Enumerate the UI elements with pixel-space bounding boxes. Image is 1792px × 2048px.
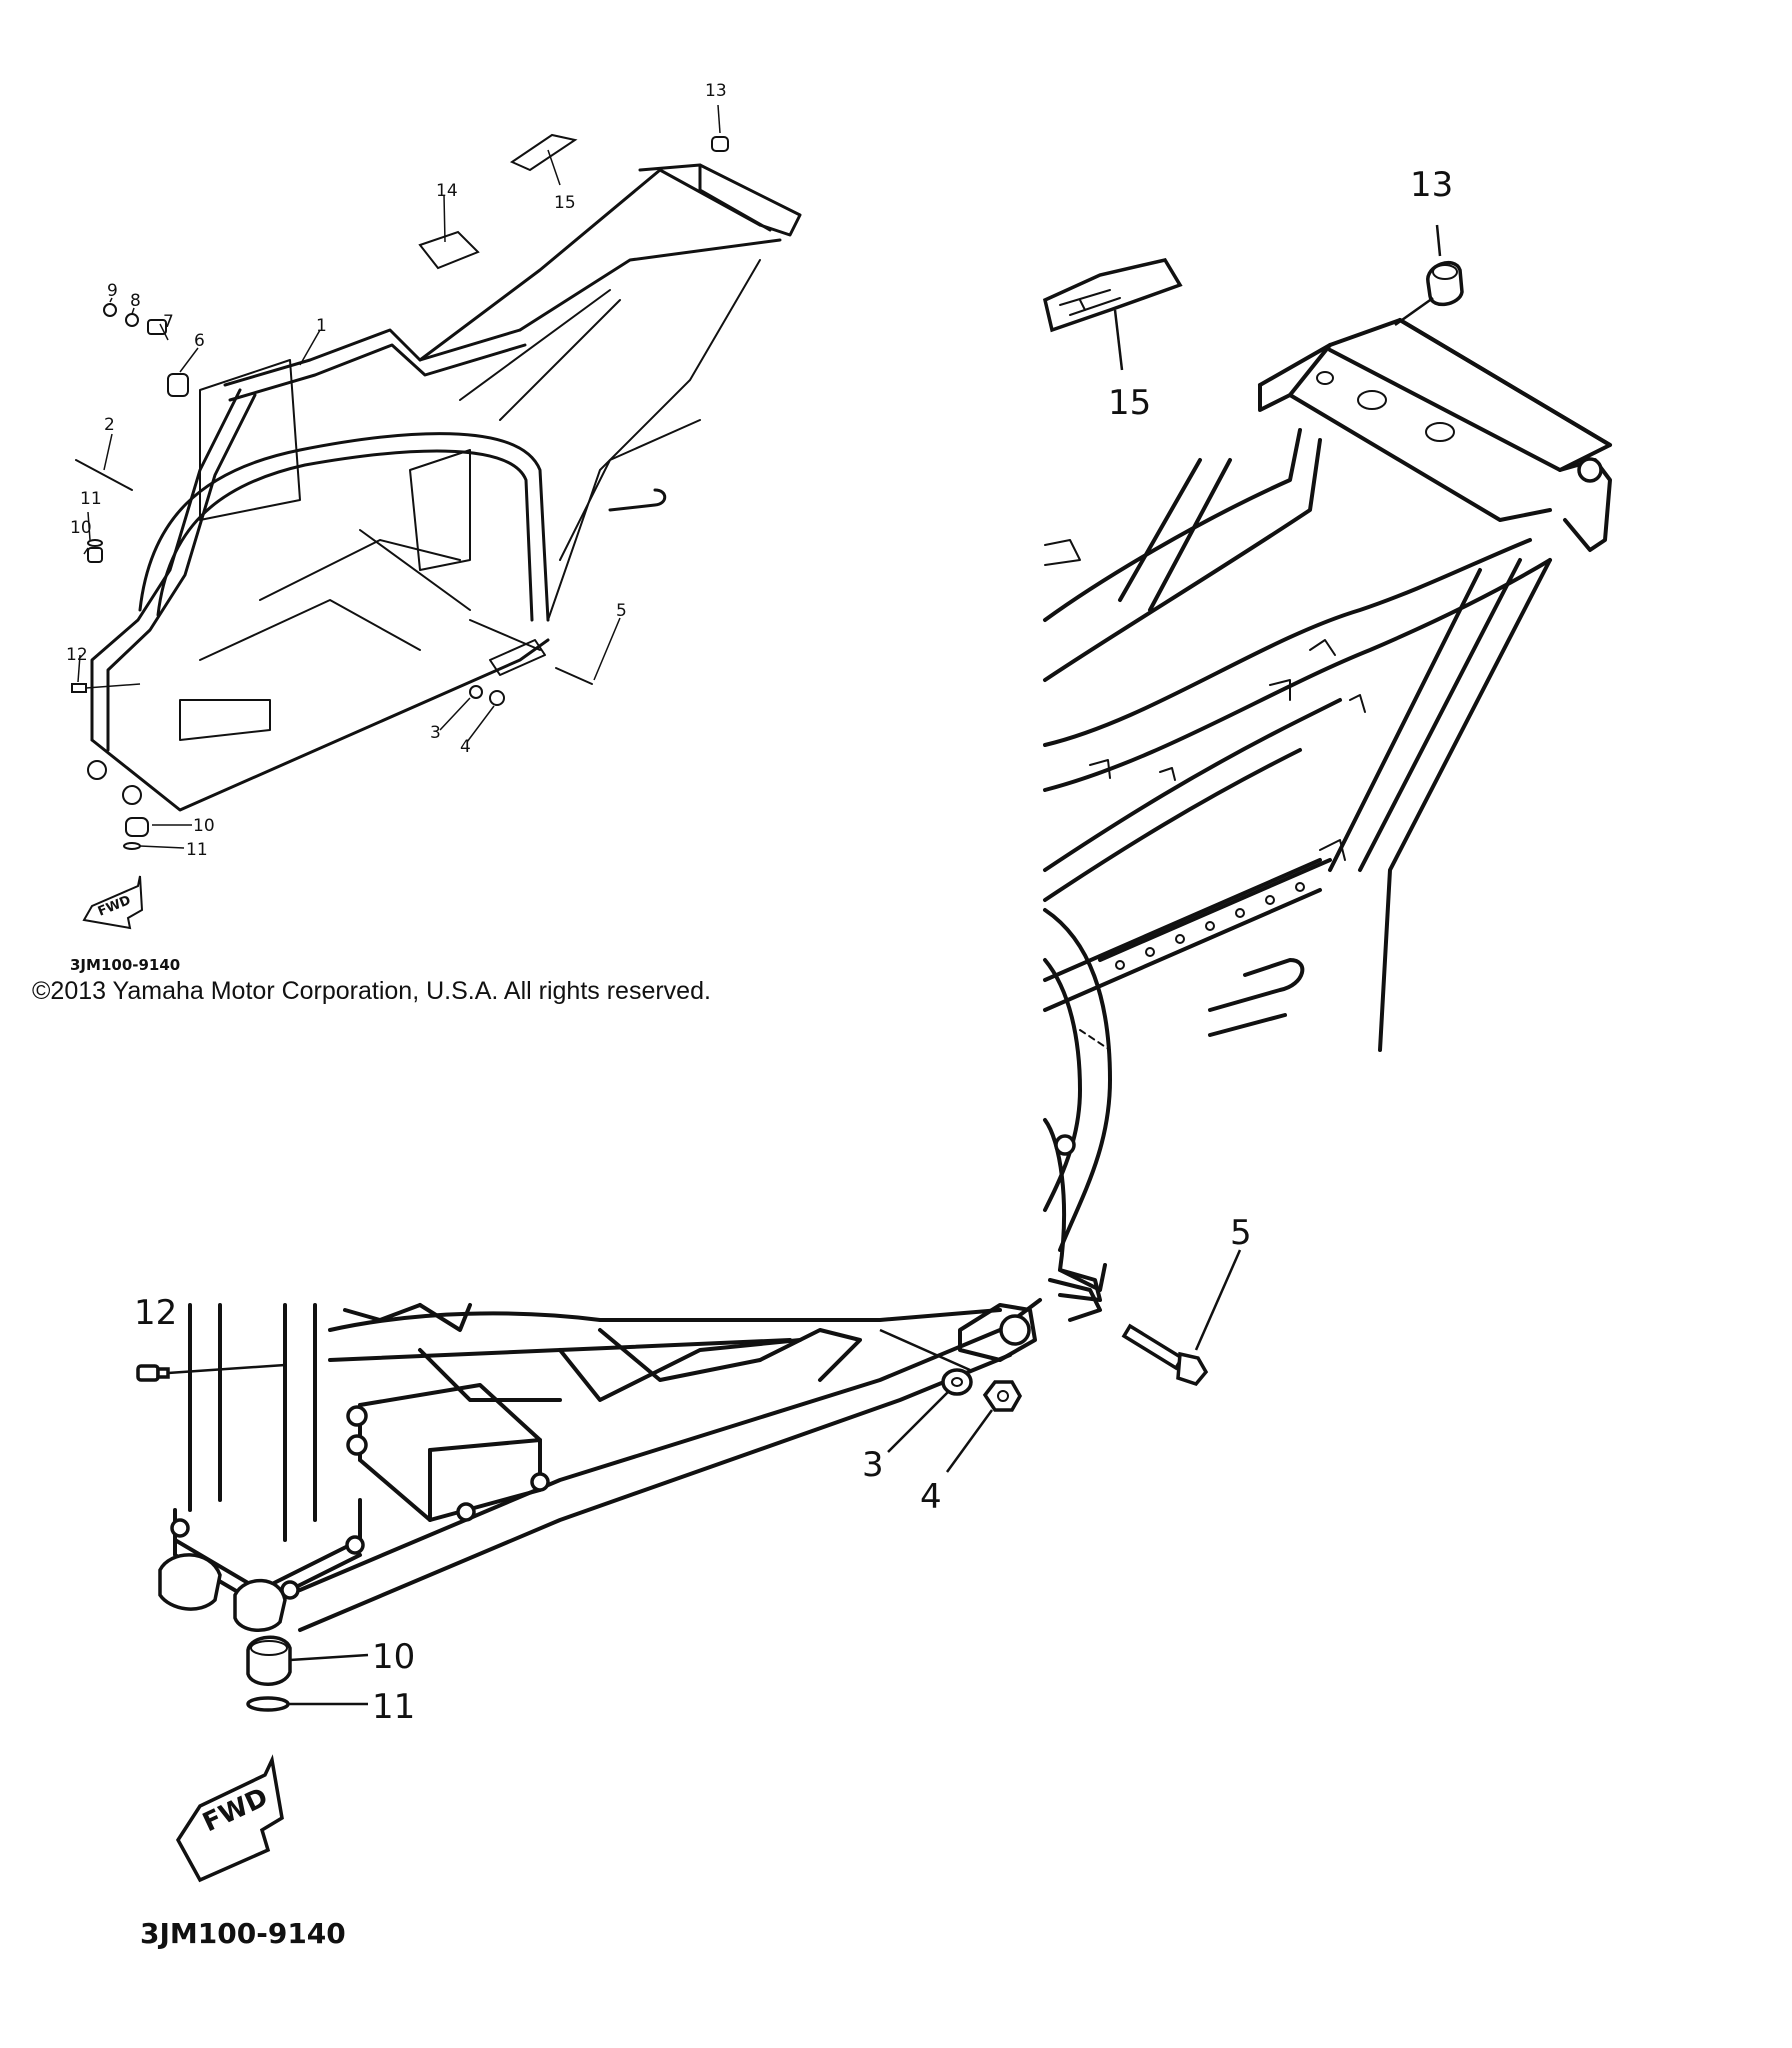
label-11-small-upper: 11 [80,489,102,509]
overview-parts [71,133,729,850]
part-11-small-upper [87,539,103,547]
label-6-small: 6 [194,331,205,351]
diagram-code-small: 3JM100-9140 [70,956,180,974]
rear-frame-zoom-parts [1042,258,1464,333]
rear-frame-zoom-drawing [1043,318,1612,1302]
fwd-arrow-icon-small: FWD [82,875,144,930]
diagram-code-large: 3JM100-9140 [140,1917,346,1950]
overview-frame-drawing [87,163,802,812]
part-4-nut [982,1380,1023,1412]
part-14-small [418,230,480,270]
part-5-small [555,667,593,685]
part-4-small [489,690,505,706]
label-15-large: 15 [1108,383,1151,423]
front-lower-zoom-drawing [158,1278,1102,1632]
label-5-small: 5 [616,601,627,621]
label-11-large: 11 [372,1687,415,1727]
label-11-small-lower: 11 [186,840,208,860]
label-12-large: 12 [134,1293,177,1333]
part-11-small-lower [123,842,141,850]
label-12-small: 12 [66,645,88,665]
label-13-small: 13 [705,81,727,101]
label-1-small: 1 [316,316,327,336]
part-6-small [167,373,189,397]
label-7-small: 7 [163,312,174,332]
label-15-small: 15 [554,193,576,213]
part-15-tool-kit [1042,258,1183,333]
label-4-large: 4 [920,1477,942,1517]
label-10-small-lower: 10 [193,816,215,836]
front-lower-zoom-parts [136,1323,1209,1712]
part-11-collar [246,1696,290,1712]
copyright-notice: ©2013 Yamaha Motor Corporation, U.S.A. A… [32,977,711,1005]
label-3-large: 3 [862,1445,884,1485]
fwd-arrow-icon-large: FWD [175,1754,284,1883]
label-8-small: 8 [130,291,141,311]
part-12-grease-nipple [136,1364,170,1382]
label-4-small: 4 [460,737,471,757]
part-2-small [75,459,133,491]
part-10-small-lower [125,817,149,837]
front-lower-zoom-leaders [167,1249,1242,1706]
part-5-bolt [1121,1323,1209,1387]
overview-part-labels: 13 14 15 1 9 8 7 6 2 11 10 12 5 3 4 10 1… [66,81,727,860]
part-3-small [469,685,483,699]
part-10-rubber-damper [246,1635,292,1686]
part-13-small [711,136,729,152]
label-3-small: 3 [430,723,441,743]
label-14-small: 14 [436,181,458,201]
part-15-small [509,133,578,172]
label-13-large: 13 [1410,165,1453,205]
rear-frame-zoom-leaders [1113,224,1442,371]
label-2-small: 2 [104,415,115,435]
part-9-small [103,303,117,317]
part-7-small [147,319,167,335]
part-8-small [125,313,139,327]
label-9-small: 9 [107,281,118,301]
overview-leader-lines [77,104,721,849]
part-12-small [71,683,87,693]
part-10-small-upper [87,547,103,563]
part-3-washer [941,1368,973,1396]
label-10-small-upper: 10 [70,518,92,538]
label-10-large: 10 [372,1637,415,1677]
label-5-large: 5 [1230,1213,1252,1253]
part-13-rubber-bushing [1426,260,1464,307]
